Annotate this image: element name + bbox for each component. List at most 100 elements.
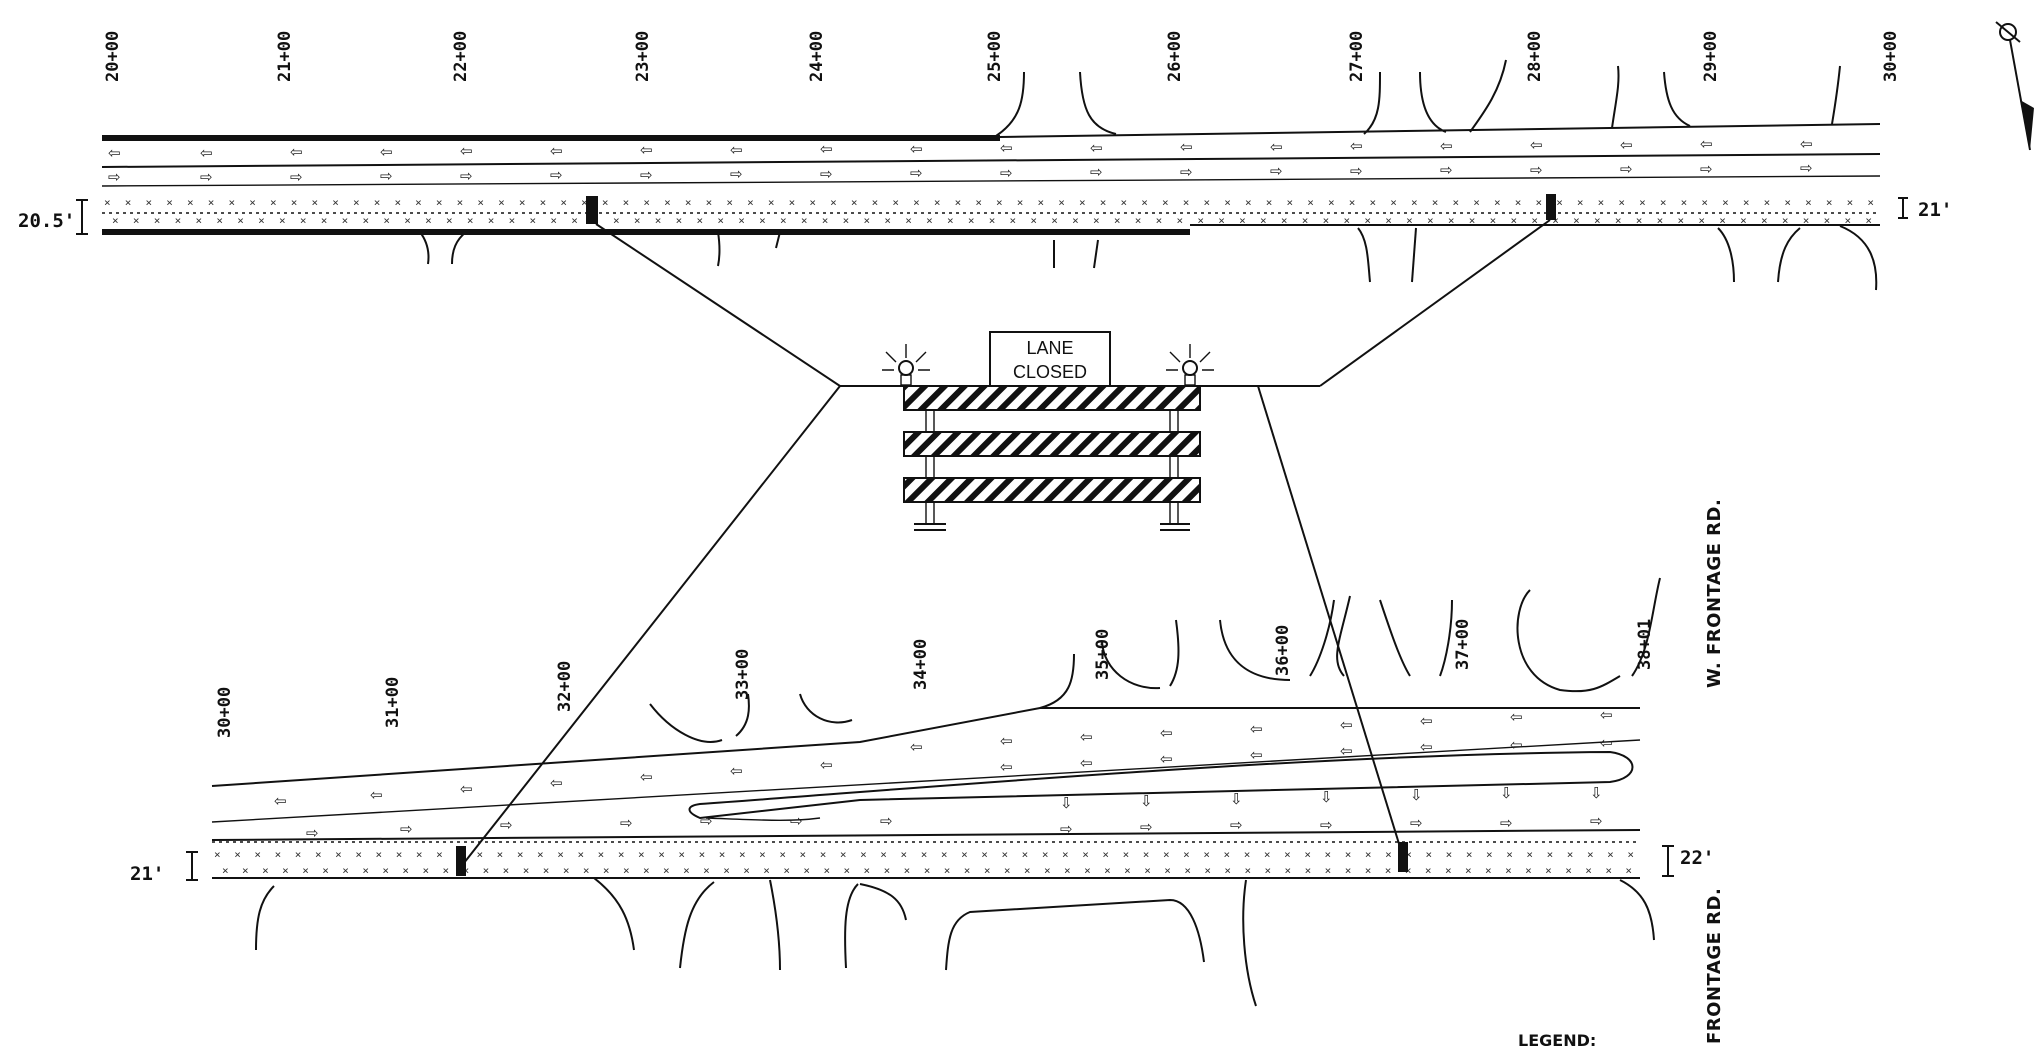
upper-station-label: 22+00 (451, 31, 471, 82)
west-frontage-road-label: W. FRONTAGE RD. (1704, 499, 1725, 688)
svg-text:⇨: ⇨ (1500, 814, 1513, 832)
lower-station-labels: 30+00 31+00 32+00 33+00 34+00 35+00 36+0… (215, 619, 1655, 738)
svg-text:⇦: ⇦ (370, 786, 383, 804)
upper-station-label: 25+00 (985, 31, 1005, 82)
svg-text:⇦: ⇦ (1000, 139, 1013, 157)
svg-text:⇨: ⇨ (700, 812, 713, 830)
svg-text:⇦: ⇦ (1700, 135, 1713, 153)
svg-text:⇦: ⇦ (1090, 139, 1103, 157)
svg-text:⇨: ⇨ (1410, 814, 1423, 832)
svg-text:⇩: ⇩ (1060, 794, 1073, 812)
svg-text:⇦: ⇦ (1600, 734, 1613, 752)
svg-text:⇩: ⇩ (1230, 790, 1243, 808)
svg-text:⇨: ⇨ (1230, 816, 1243, 834)
svg-text:⇦: ⇦ (290, 143, 303, 161)
legend-title: LEGEND: (1518, 1031, 1596, 1049)
lower-work-zone: × × × × × × × × × × × × × × × × × × × × … (214, 842, 1634, 877)
svg-text:⇨: ⇨ (1060, 820, 1073, 838)
svg-text:⇨: ⇨ (1320, 816, 1333, 834)
svg-text:⇦: ⇦ (1000, 732, 1013, 750)
lower-station-label: 33+00 (733, 649, 753, 700)
svg-text:⇨: ⇨ (910, 164, 923, 182)
svg-text:⇨: ⇨ (620, 814, 633, 832)
upper-work-zone: × × × × × × × × × × × × × × × × × × × × … (104, 194, 1874, 227)
svg-text:⇨: ⇨ (730, 165, 743, 183)
lower-station-label: 37+00 (1453, 619, 1473, 670)
svg-text:⇦: ⇦ (730, 141, 743, 159)
barricade-rail-2 (903, 431, 1201, 457)
upper-right-width: 21' (1918, 199, 1952, 221)
barricade-rail-3 (903, 477, 1201, 503)
svg-text:⇦: ⇦ (460, 142, 473, 160)
lower-roadway: 21' 22' (130, 707, 1714, 885)
svg-text:⇦: ⇦ (1080, 728, 1093, 746)
svg-text:⇨: ⇨ (1090, 163, 1103, 181)
svg-text:⇨: ⇨ (1440, 161, 1453, 179)
svg-text:⇦: ⇦ (1250, 746, 1263, 764)
upper-station-label: 24+00 (807, 31, 827, 82)
svg-text:⇦: ⇦ (910, 140, 923, 158)
svg-text:⇨: ⇨ (640, 166, 653, 184)
upper-station-label: 27+00 (1347, 31, 1367, 82)
sign-line-1: LANE (1026, 338, 1073, 358)
svg-text:⇨: ⇨ (790, 812, 803, 830)
svg-text:⇦: ⇦ (1160, 724, 1173, 742)
svg-text:⇦: ⇦ (108, 144, 121, 162)
upper-left-width: 20.5' (18, 210, 75, 232)
lower-station-label: 30+00 (215, 687, 235, 738)
svg-text:⇩: ⇩ (1500, 784, 1513, 802)
sign-line-2: CLOSED (1013, 362, 1087, 382)
svg-text:⇦: ⇦ (820, 140, 833, 158)
svg-text:⇨: ⇨ (1270, 162, 1283, 180)
svg-text:⇨: ⇨ (306, 824, 319, 842)
svg-text:⇨: ⇨ (380, 167, 393, 185)
svg-text:⇨: ⇨ (460, 167, 473, 185)
svg-text:⇦: ⇦ (380, 143, 393, 161)
svg-text:⇦: ⇦ (730, 762, 743, 780)
svg-text:⇦: ⇦ (1340, 742, 1353, 760)
svg-text:⇨: ⇨ (1800, 159, 1813, 177)
svg-text:⇦: ⇦ (1600, 706, 1613, 724)
svg-text:⇦: ⇦ (1080, 754, 1093, 772)
svg-text:⇩: ⇩ (1590, 784, 1603, 802)
svg-text:⇨: ⇨ (880, 812, 893, 830)
lower-left-width: 21' (130, 863, 164, 885)
svg-text:⇦: ⇦ (1180, 138, 1193, 156)
upper-station-label: 26+00 (1165, 31, 1185, 82)
svg-text:⇨: ⇨ (1590, 812, 1603, 830)
svg-text:⇦: ⇦ (1510, 736, 1523, 754)
warning-light-left-icon (882, 344, 930, 386)
north-arrow-icon (1995, 21, 2034, 151)
lower-side-roads (255, 877, 1655, 1007)
svg-text:⇨: ⇨ (1350, 162, 1363, 180)
upper-station-label: 30+00 (1881, 31, 1901, 82)
svg-text:⇦: ⇦ (1800, 135, 1813, 153)
barricade-rail-1 (903, 385, 1201, 411)
svg-text:⇦: ⇦ (1000, 758, 1013, 776)
svg-text:⇨: ⇨ (1180, 163, 1193, 181)
lower-right-width: 22' (1680, 847, 1714, 869)
svg-text:⇩: ⇩ (1410, 786, 1423, 804)
upper-driveways (995, 59, 1841, 137)
svg-text:⇦: ⇦ (1350, 137, 1363, 155)
lower-driveways (649, 577, 1661, 743)
upper-travel-arrows: ⇦⇦ ⇦⇦ ⇦⇦ ⇦⇦ ⇦⇦ ⇦⇦ ⇦⇦ ⇦⇦ ⇦⇦ ⇦⇦ ⇨⇨ ⇨⇨ ⇨⇨ ⇨… (108, 135, 1813, 186)
svg-text:⇨: ⇨ (820, 165, 833, 183)
svg-text:⇨: ⇨ (400, 820, 413, 838)
svg-text:⇦: ⇦ (1420, 712, 1433, 730)
frontage-road-label: FRONTAGE RD. (1704, 888, 1725, 1044)
svg-text:× × × × × × × × × × × × × × ×: × × × × × × × × × × × × × × × × × × × × … (112, 214, 1872, 227)
upper-station-label: 28+00 (1525, 31, 1545, 82)
svg-text:× × × × × × × × × × × × × × ×: × × × × × × × × × × × × × × × × × × × × … (104, 196, 1874, 209)
barricade-detail: LANE CLOSED (882, 331, 1214, 531)
svg-text:⇨: ⇨ (1000, 164, 1013, 182)
svg-text:⇦: ⇦ (640, 768, 653, 786)
svg-text:⇦: ⇦ (550, 774, 563, 792)
svg-text:⇦: ⇦ (1250, 720, 1263, 738)
svg-text:⇨: ⇨ (108, 168, 121, 186)
svg-text:⇨: ⇨ (1140, 818, 1153, 836)
lower-station-label: 36+00 (1273, 625, 1293, 676)
upper-plan: 20+00 21+00 22+00 23+00 24+00 25+00 26+0… (18, 21, 2034, 291)
svg-text:⇩: ⇩ (1140, 792, 1153, 810)
svg-text:⇦: ⇦ (1340, 716, 1353, 734)
